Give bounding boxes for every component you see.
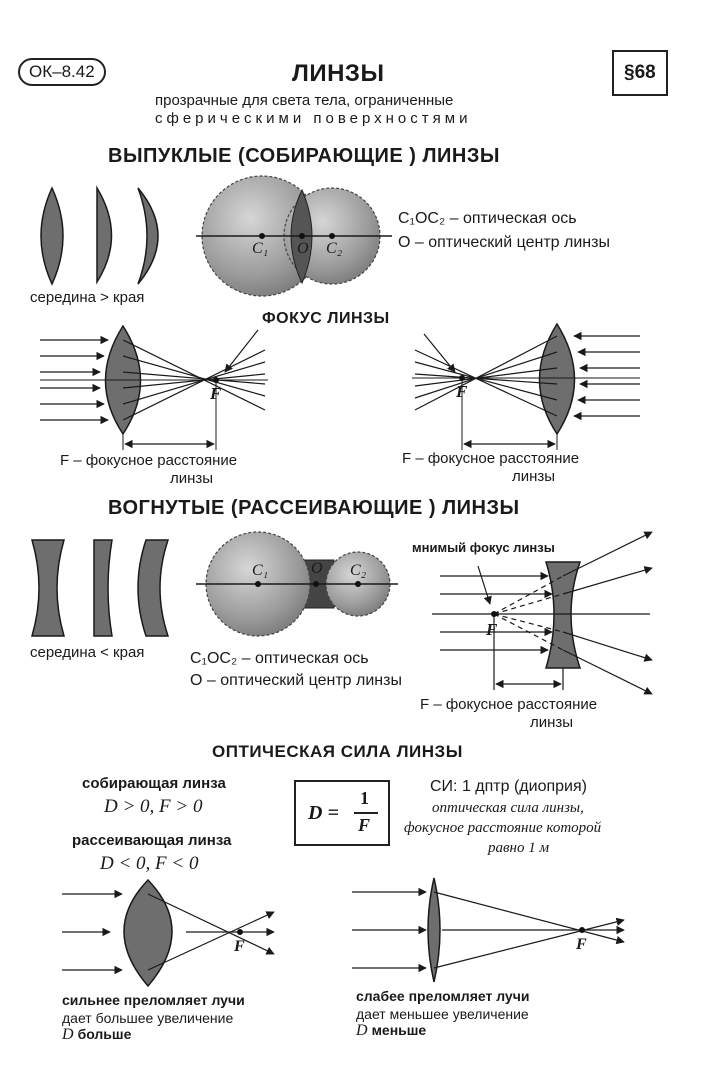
si-unit: СИ: 1 дптр (диоприя) [430,778,587,795]
convex-focus-left [40,324,268,450]
formula-fraction-bar [354,812,378,814]
concave-middle-vs-edges: середина < края [30,644,145,661]
formula-lhs: D = [308,802,339,824]
convex-spheres-diagram [196,175,392,297]
formula-numerator: 1 [360,788,369,808]
weak-d-symbol: D [356,1022,368,1039]
convex-lens-shapes [40,185,159,286]
page-title: ЛИНЗЫ [292,60,385,87]
subtitle-line2: сферическими поверхностями [155,110,472,127]
weak-d-less: D меньше [356,1022,426,1040]
convex-middle-vs-edges: середина > края [30,289,145,306]
label-o: O [297,240,309,257]
concave-center-definition: O – оптический центр линзы [190,672,402,689]
weak-focus-label: F [576,936,587,953]
thick-lens [123,878,173,988]
concave-lens-shapes [31,539,170,637]
optical-power-formula: D = 1 F [294,780,390,846]
strong-d-more: D больше [62,1026,131,1044]
diverging-condition: D < 0, F < 0 [100,853,199,874]
plano-concave-lens-shape [93,539,113,637]
paragraph-tag: §68 [612,50,668,96]
thin-lens [427,877,441,983]
strong-line1: сильнее преломляет лучи [62,992,245,1008]
formula-denominator: F [358,815,371,835]
diverging-label: рассеивающая линза [72,832,232,849]
concave-focal-distance-line1: F – фокусное расстояние [420,696,598,713]
focus-heading: ФОКУС ЛИНЗЫ [262,310,390,327]
diverging-lens [544,561,582,669]
focal-distance-right-line2: линзы [512,468,556,485]
converging-label: собирающая линза [82,775,226,792]
focal-distance-left-line1: F – фокусное расстояние [60,452,238,469]
card-code-badge: ОК–8.42 [18,58,106,86]
biconvex-lens-shape [40,186,64,286]
strong-lens-diagram [62,878,275,988]
virtual-focus-label: мнимый фокус линзы [412,540,555,555]
subtitle-line1: прозрачные для света тела, ограниченные [155,92,454,109]
weak-lens-diagram [352,877,625,983]
convex-focus-right [412,322,640,450]
plano-convex-lens-shape [96,185,113,285]
concave-label-c1: C₁ [252,562,269,579]
label-c2: C₂ [326,240,343,257]
focus-label-right: F [456,382,468,401]
strong-d-symbol: D [62,1026,74,1043]
focus-label-left: F [210,384,222,403]
power-heading: ОПТИЧЕСКАЯ СИЛА ЛИНЗЫ [212,742,463,761]
convex-center-definition: O – оптический центр линзы [398,234,610,251]
si-definition-line1: оптическая сила линзы, [432,800,584,816]
si-definition-line3: равно 1 м [488,840,550,856]
biconcave-lens-shape [31,539,65,637]
label-c1: C₁ [252,240,269,257]
concave-axis-definition: C₁OC₂ – оптическая ось [190,650,369,667]
concave-focal-distance-line2: линзы [530,714,574,731]
focal-distance-right-line1: F – фокусное расстояние [402,450,580,467]
si-definition-line2: фокусное расстояние которой [404,820,602,836]
meniscus-concave-lens-shape [137,539,170,637]
concave-label-c2: C₂ [350,562,367,579]
focal-distance-left-line2: линзы [170,470,214,487]
concave-spheres-diagram [196,531,398,637]
converging-condition: D > 0, F > 0 [104,796,203,817]
weak-less-word: меньше [371,1022,427,1038]
meniscus-convex-lens-shape [137,187,159,285]
concave-focus-diagram [432,531,653,695]
convex-heading: ВЫПУКЛЫЕ (СОБИРАЮЩИЕ ) ЛИНЗЫ [108,145,500,167]
strong-focus-label: F [234,938,245,955]
concave-label-o: O [311,560,323,577]
focus-lens-right [538,322,576,436]
strong-line2: дает большее увеличение [62,1010,234,1026]
concave-focus-label: F [486,620,498,639]
convex-axis-definition: C₁OC₂ – оптическая ось [398,210,577,227]
weak-line1: слабее преломляет лучи [356,988,530,1004]
concave-heading: ВОГНУТЫЕ (РАССЕИВАЮЩИЕ ) ЛИНЗЫ [108,497,520,519]
strong-more-word: больше [77,1026,132,1042]
weak-line2: дает меньшее увеличение [356,1006,529,1022]
